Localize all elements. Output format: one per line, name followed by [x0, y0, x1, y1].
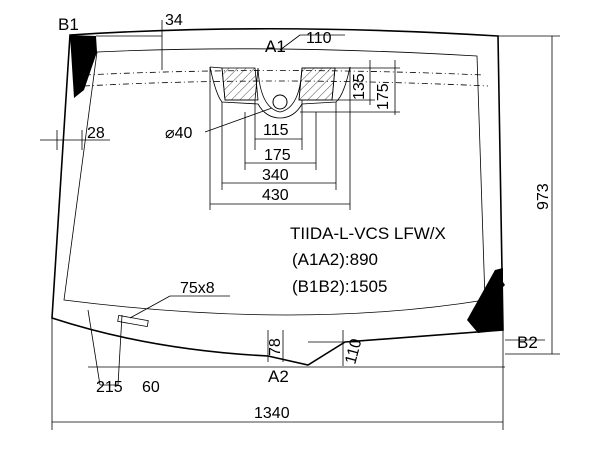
point-a2: A2: [268, 367, 289, 386]
corner-blackout: [70, 35, 505, 333]
dim-34: 34: [165, 12, 183, 29]
shade-band-line: [83, 80, 489, 87]
point-a1: A1: [265, 37, 286, 56]
mirror-mount-outer: [209, 66, 351, 119]
dim-110-top: 110: [306, 30, 332, 47]
b1b2-length: (B1B2):1505: [292, 277, 387, 296]
mirror-mount-left: [221, 67, 259, 101]
corner-b2-extension: [490, 270, 505, 300]
dim-75x8: 75x8: [180, 280, 215, 297]
dim-175: 175: [264, 147, 291, 164]
dim-1340: 1340: [254, 405, 290, 422]
dim-135: 135: [351, 73, 368, 100]
sensor-hole: [272, 94, 288, 110]
dim-215: 215: [96, 379, 123, 396]
dim-973: 973: [535, 183, 552, 210]
dim-110-bottom: 110: [342, 337, 365, 366]
dimension-lines: [40, 20, 560, 430]
dim-78: 78: [267, 338, 284, 356]
dim-430: 430: [262, 187, 289, 204]
point-b2: B2: [517, 333, 538, 352]
dim-28: 28: [87, 125, 105, 142]
outer-edge: [51, 27, 504, 366]
dim-115: 115: [263, 122, 289, 139]
dim-340: 340: [262, 167, 289, 184]
dim-175-side: 175: [375, 83, 392, 110]
dim-60: 60: [142, 379, 160, 396]
dotted-inner-line: [84, 70, 485, 76]
mirror-mount-right: [298, 67, 336, 101]
dim-diameter-40: ⌀40: [165, 125, 193, 142]
point-b1: B1: [58, 15, 79, 34]
a1a2-length: (A1A2):890: [292, 250, 378, 269]
corner-b1-fill: [70, 35, 97, 98]
model-code: TIIDA-L-VCS LFW/X: [290, 224, 446, 243]
mirror-mount: [209, 66, 351, 119]
mirror-mount-outline: [209, 66, 336, 113]
